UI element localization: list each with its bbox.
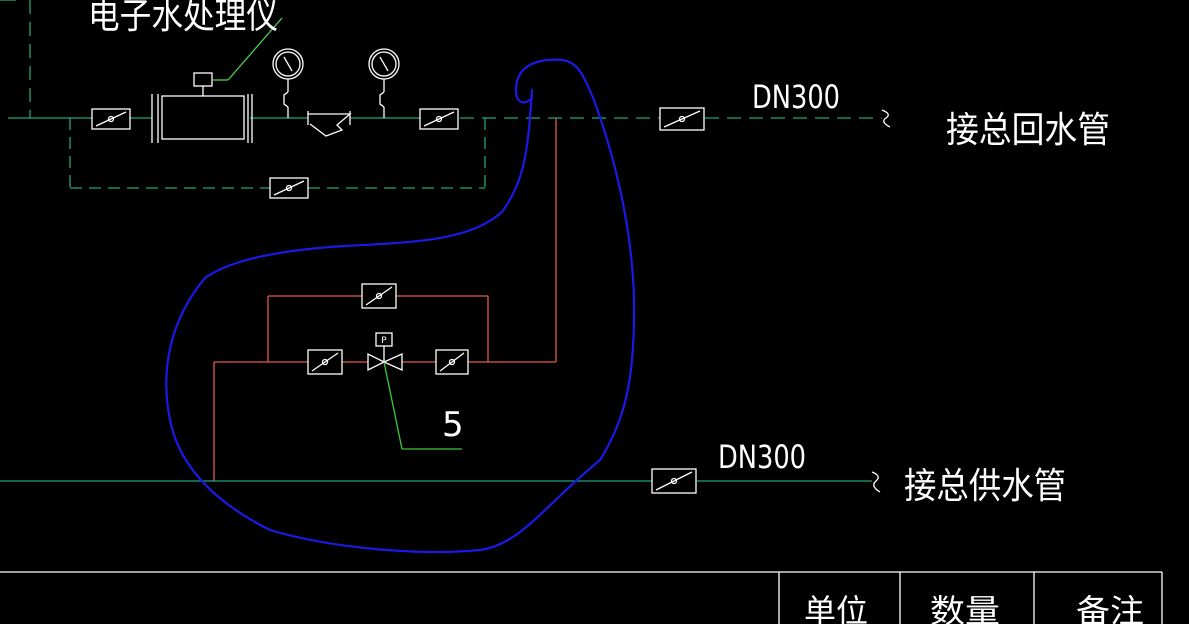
- return-bypass-pipe: [69, 118, 486, 189]
- device-label: 电子水处理仪: [88, 0, 278, 37]
- valve-return-2[interactable]: [419, 108, 459, 130]
- pressure-gauge-2-icon: [368, 48, 400, 118]
- return-dest-label: 接总回水管: [946, 110, 1110, 151]
- branch-pipe: [213, 118, 557, 481]
- pipe-break-symbols: [871, 109, 891, 493]
- table-header-quantity: 数量: [930, 592, 1000, 624]
- valve-branch-top[interactable]: [361, 283, 397, 309]
- title-block-table: [0, 571, 1163, 624]
- callout-number: 5: [442, 405, 464, 445]
- water-treatment-device[interactable]: [151, 72, 253, 143]
- callout-leader: [383, 361, 462, 450]
- pump-tag: P: [381, 336, 387, 346]
- device-leader-line: [212, 17, 283, 81]
- differential-pressure-valve[interactable]: [367, 332, 403, 372]
- pressure-gauge-1-icon: [272, 48, 304, 118]
- valve-return-3[interactable]: [659, 107, 705, 131]
- return-size-label: DN300: [752, 78, 840, 116]
- valve-supply[interactable]: [651, 468, 697, 494]
- valve-branch-left[interactable]: [307, 349, 343, 375]
- markup-annotation: [165, 58, 636, 554]
- supply-size-label: DN300: [718, 438, 806, 476]
- return-main-pipe: [0, 0, 882, 119]
- valve-return-1[interactable]: [91, 108, 131, 130]
- valve-return-bypass[interactable]: [269, 177, 309, 199]
- strainer-icon: [307, 111, 352, 137]
- table-header-remark: 备注: [1076, 592, 1144, 624]
- valve-branch-right[interactable]: [435, 349, 469, 375]
- table-header-unit: 单位: [804, 592, 868, 624]
- supply-dest-label: 接总供水管: [904, 466, 1066, 507]
